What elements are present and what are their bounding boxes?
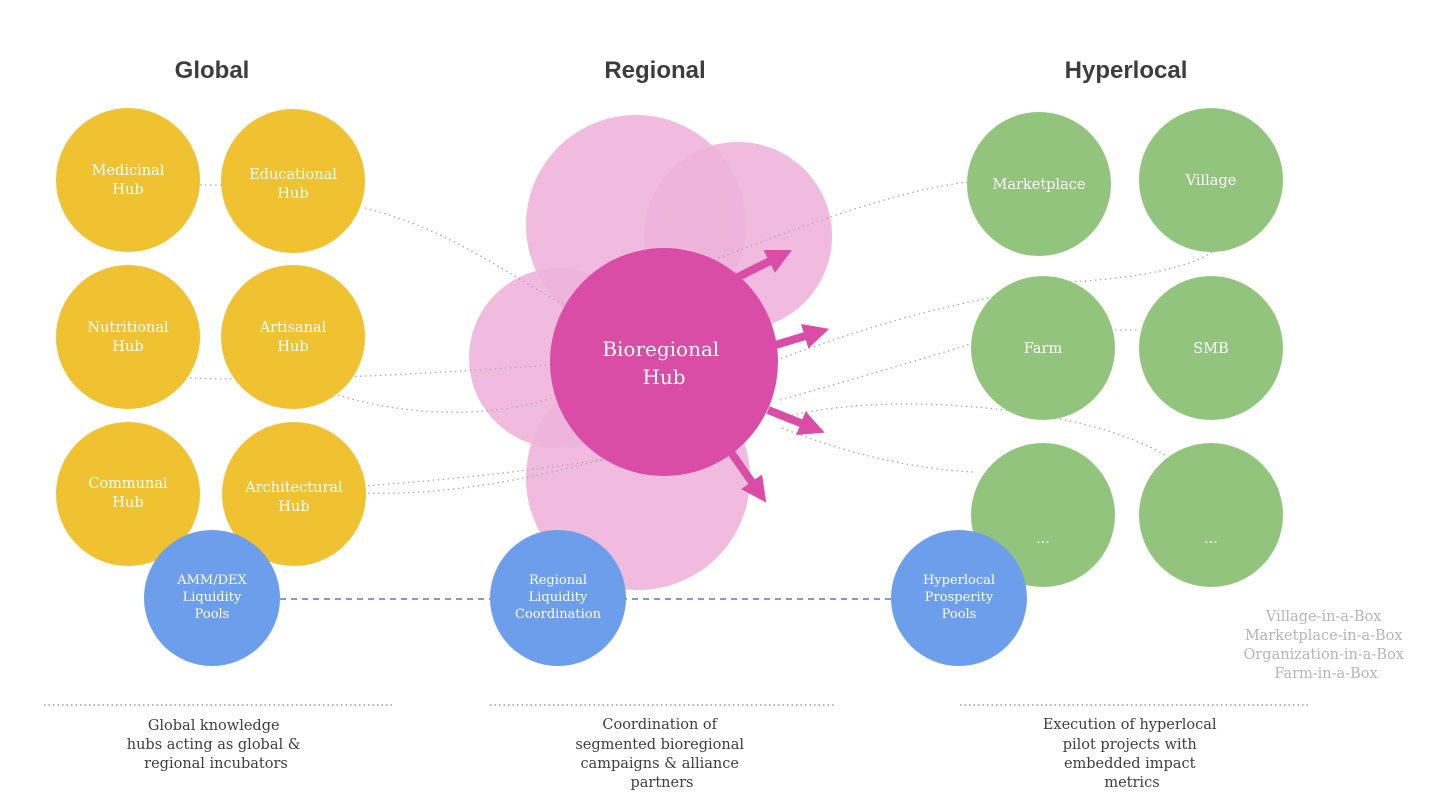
header-regional: Regional: [604, 57, 705, 84]
hub-arrows: [724, 249, 830, 503]
header-hyperlocal: Hyperlocal: [1065, 57, 1188, 84]
caption-hyperlocal: Execution of hyperlocal pilot projects w…: [1043, 717, 1221, 791]
hyperlocal-nodes: Marketplace Village Farm SMB ... ...: [967, 108, 1283, 587]
svg-text:Marketplace: Marketplace: [993, 177, 1086, 193]
caption-global: Global knowledge hubs acting as global &…: [127, 718, 306, 772]
svg-text:Farm: Farm: [1024, 341, 1063, 357]
kit-list: Village-in-a-Box Marketplace-in-a-Box Or…: [1243, 609, 1408, 682]
node-smb: SMB: [1139, 276, 1283, 420]
node-farm: Farm: [971, 276, 1115, 420]
header-global: Global: [175, 57, 250, 84]
svg-text:...: ...: [1204, 531, 1218, 547]
node-more-2: ...: [1139, 443, 1283, 587]
bioregional-hub-label: Bioregional Hub: [602, 337, 725, 389]
caption-regional: Coordination of segmented bioregional ca…: [575, 717, 748, 791]
bioregional-hub: Bioregional Hub: [550, 248, 778, 476]
svg-text:Village: Village: [1185, 173, 1237, 189]
node-village: Village: [1139, 108, 1283, 252]
svg-text:...: ...: [1036, 531, 1050, 547]
node-marketplace: Marketplace: [967, 112, 1111, 256]
svg-text:SMB: SMB: [1193, 341, 1228, 357]
